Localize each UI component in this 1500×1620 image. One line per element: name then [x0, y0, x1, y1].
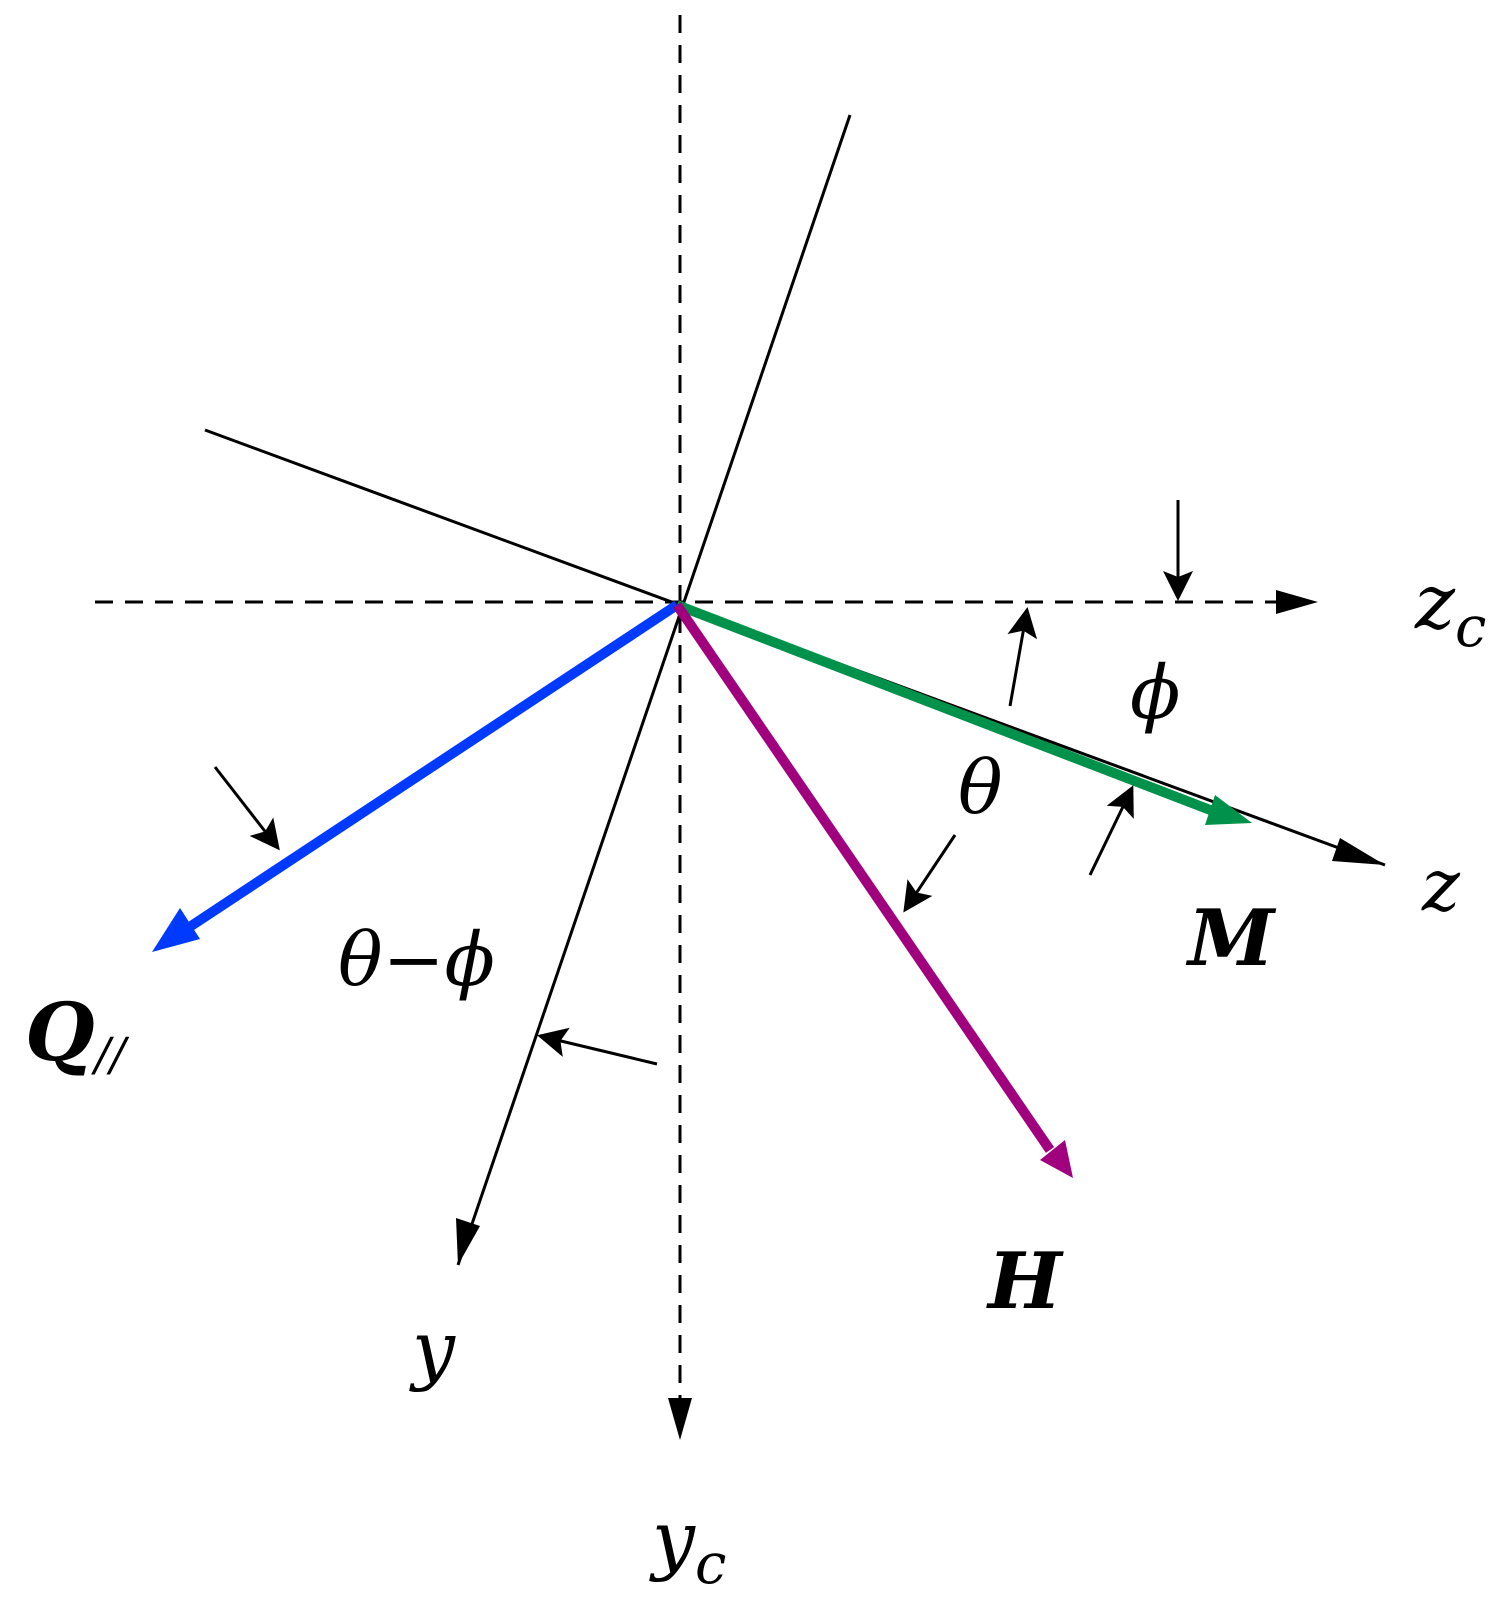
H-arrowhead — [1040, 1140, 1073, 1178]
Q-label: Q// — [25, 985, 130, 1081]
Q-parallel-vector — [182, 600, 680, 935]
theta-minus-phi-arrow — [537, 1027, 658, 1066]
phi-arrow-bottom — [1007, 607, 1038, 707]
yc-axis-arrowhead — [668, 1398, 692, 1440]
y-label: y — [409, 1304, 456, 1393]
yc-label: yc — [649, 1494, 726, 1597]
theta-arrow-bottom — [1088, 785, 1134, 876]
zc-label: zc — [1414, 557, 1486, 660]
M-vector — [675, 600, 1220, 818]
M-arrowhead — [1205, 795, 1252, 825]
H-label: H — [986, 1236, 1064, 1327]
H-vector — [672, 602, 1055, 1153]
theta-label: θ — [958, 745, 1003, 831]
theta-minus-phi-label: θ−ϕ — [338, 917, 495, 1003]
z-axis-arrowhead — [1332, 838, 1385, 865]
theta-arrow-top — [903, 834, 957, 913]
Q-parallel-arrowhead — [152, 908, 200, 952]
y-axis-arrowhead — [456, 1218, 480, 1265]
z-label: z — [1421, 843, 1461, 927]
zc-axis-arrowhead — [1276, 590, 1318, 614]
y-axis — [456, 114, 852, 1266]
M-label: M — [1185, 893, 1277, 984]
Q-angle-arrow — [213, 766, 280, 851]
phi-label: ϕ — [1130, 650, 1180, 736]
